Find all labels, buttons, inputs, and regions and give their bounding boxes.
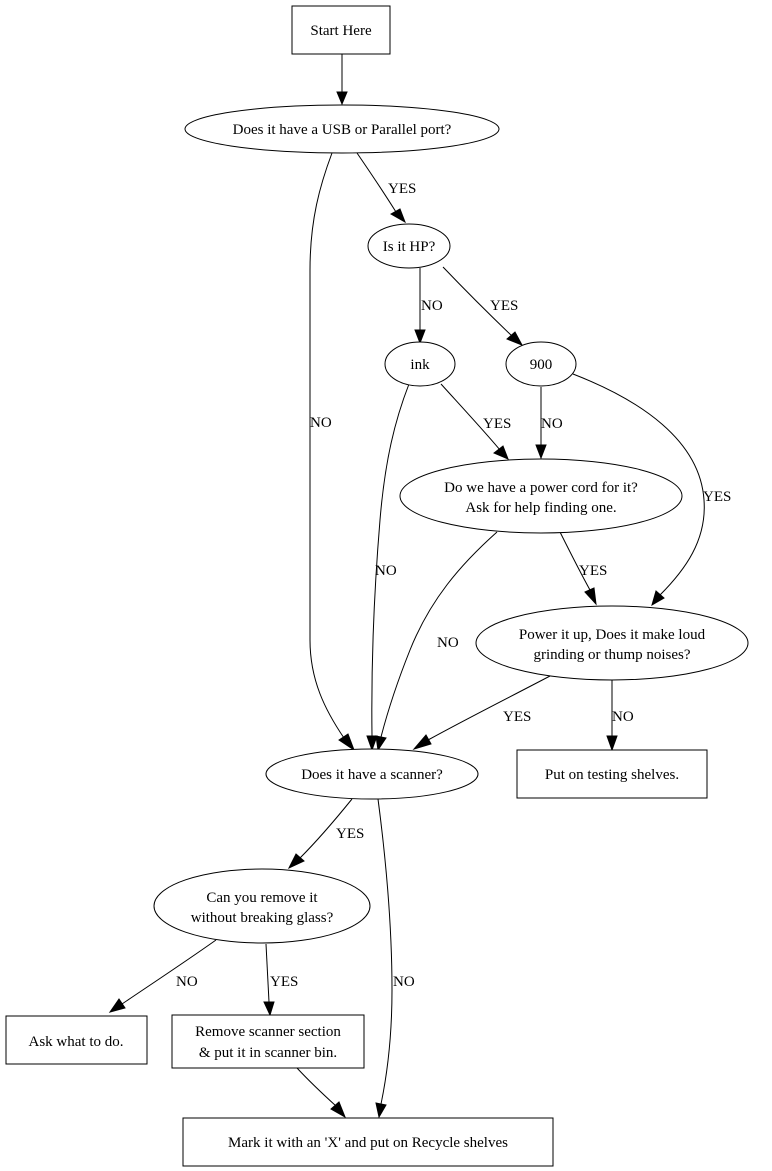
node-is-it-hp[interactable]: Is it HP? — [367, 223, 451, 269]
edge-start-to-port — [336, 54, 348, 106]
edge-ink-to-cord-yes: YES — [440, 383, 511, 460]
node-label-line-1: Can you remove it — [206, 890, 318, 906]
node-testing-shelves[interactable]: Put on testing shelves. — [516, 749, 708, 799]
edge-remove-to-bin-yes: YES — [263, 943, 298, 1017]
edge-ink-to-scanner-no: NO — [366, 383, 410, 752]
edge-cord-to-scanner-no: NO — [375, 531, 498, 752]
edge-cord-to-power-yes: YES — [559, 531, 607, 606]
node-label-line-2: & put it in scanner bin. — [199, 1045, 337, 1061]
edge-port-to-hp-yes: YES — [356, 152, 416, 224]
edge-remove-to-ask-no: NO — [108, 939, 217, 1013]
edge-900-to-power-yes: YES — [572, 373, 731, 607]
edge-power-to-testing-no: NO — [606, 680, 634, 752]
edge-scanner-to-recycle-no: NO — [375, 798, 415, 1119]
node-label-line-2: without breaking glass? — [191, 910, 334, 926]
edge-label-no: NO — [437, 635, 459, 651]
node-power-it-up[interactable]: Power it up, Does it make loud grinding … — [475, 605, 749, 681]
node-label: Does it have a scanner? — [301, 767, 443, 783]
node-recycle-shelves[interactable]: Mark it with an 'X' and put on Recycle s… — [182, 1117, 554, 1167]
node-usb-parallel-port[interactable]: Does it have a USB or Parallel port? — [184, 104, 500, 154]
edge-hp-to-900-yes: YES — [442, 266, 524, 346]
edge-scanner-to-remove-yes: YES — [287, 798, 364, 870]
edge-bin-to-recycle — [296, 1067, 346, 1119]
edge-label-yes: YES — [503, 709, 531, 725]
edge-label-yes: YES — [336, 826, 364, 842]
edge-power-to-scanner-yes: YES — [412, 675, 551, 750]
edge-label-no: NO — [612, 709, 634, 725]
edge-label-yes: YES — [388, 181, 416, 197]
edge-label-no: NO — [541, 416, 563, 432]
node-power-cord[interactable]: Do we have a power cord for it? Ask for … — [399, 458, 683, 534]
edge-label-no: NO — [310, 415, 332, 431]
node-label-line-2: grinding or thump noises? — [533, 647, 690, 663]
edge-label-yes: YES — [270, 974, 298, 990]
edge-label-yes: YES — [483, 416, 511, 432]
edge-label-no: NO — [393, 974, 415, 990]
edge-label-yes: YES — [490, 298, 518, 314]
node-start-here[interactable]: Start Here — [291, 5, 391, 55]
node-has-scanner[interactable]: Does it have a scanner? — [265, 748, 479, 800]
edge-label-yes: YES — [703, 489, 731, 505]
node-label-line-1: Power it up, Does it make loud — [519, 627, 706, 643]
node-label-line-2: Ask for help finding one. — [465, 500, 616, 516]
edge-hp-to-ink-no: NO — [414, 268, 443, 345]
edge-900-to-cord-no: NO — [535, 387, 563, 460]
edge-label-no: NO — [375, 563, 397, 579]
node-ink[interactable]: ink — [384, 341, 456, 387]
node-ask-what-to-do[interactable]: Ask what to do. — [5, 1015, 148, 1065]
edge-label-no: NO — [421, 298, 443, 314]
node-label: Put on testing shelves. — [545, 767, 679, 783]
node-label: Does it have a USB or Parallel port? — [233, 122, 452, 138]
node-remove-without-breaking[interactable]: Can you remove it without breaking glass… — [153, 868, 371, 944]
edge-label-yes: YES — [579, 563, 607, 579]
node-label: Is it HP? — [383, 239, 436, 255]
node-label: Start Here — [310, 23, 372, 39]
node-label: ink — [410, 357, 430, 373]
node-label-line-1: Remove scanner section — [195, 1024, 341, 1040]
edge-label-no: NO — [176, 974, 198, 990]
node-label: Ask what to do. — [29, 1034, 124, 1050]
edge-port-to-scanner-no: NO — [309, 152, 356, 752]
node-label: Mark it with an 'X' and put on Recycle s… — [228, 1135, 508, 1151]
node-label: 900 — [530, 357, 553, 373]
nodes: Start Here Does it have a USB or Paralle… — [5, 5, 749, 1167]
node-900[interactable]: 900 — [505, 341, 577, 387]
node-scanner-bin[interactable]: Remove scanner section & put it in scann… — [171, 1014, 365, 1069]
edges: YES NO NO YES YES NO — [108, 54, 731, 1119]
node-label-line-1: Do we have a power cord for it? — [444, 480, 638, 496]
